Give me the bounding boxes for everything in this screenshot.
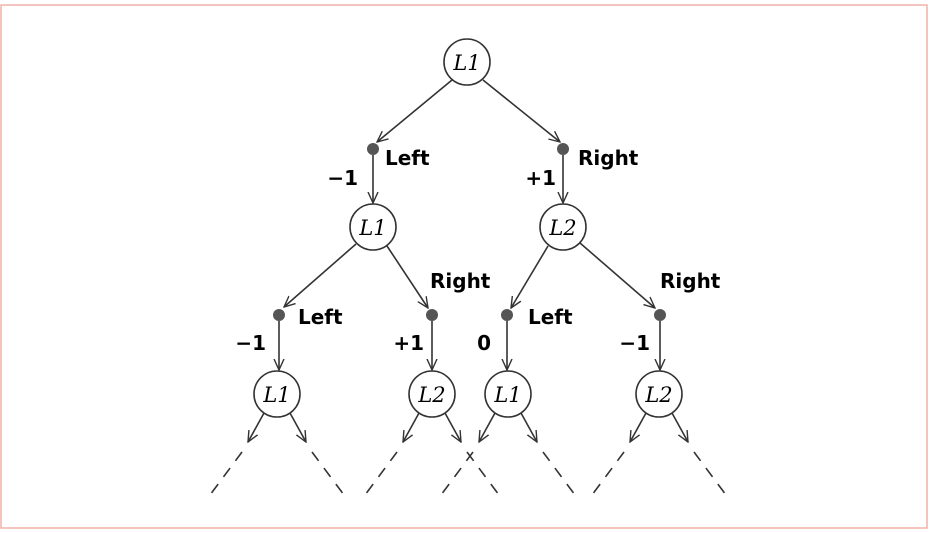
tree-node-level2-3: L1 [484, 370, 532, 418]
action-label-l2-2: Right [430, 269, 491, 293]
reward-label-right-1: +1 [525, 166, 556, 190]
action-dot-l2-2 [426, 309, 438, 321]
action-dot-right-1 [557, 143, 569, 155]
action-dot-l2-4 [654, 309, 666, 321]
node-label-level1-right: L2 [548, 216, 576, 240]
reward-label-left-1: −1 [327, 166, 358, 190]
edge-l1a-left [284, 243, 357, 307]
reward-label-l2-1: −1 [235, 331, 266, 355]
reward-label-l2-3: 0 [477, 331, 491, 355]
edge-l1a-right [386, 245, 428, 308]
action-dot-l2-1 [273, 309, 285, 321]
figure-border [0, 4, 928, 529]
tree-node-level2-2: L2 [408, 370, 456, 418]
action-dot-l2-3 [501, 309, 513, 321]
reward-label-l2-4: −1 [619, 331, 650, 355]
continuation-edges [209, 412, 727, 496]
node-label-level2-3: L1 [493, 383, 521, 407]
tree-node-root: L1 [443, 38, 491, 86]
edge-l1b-left [511, 245, 549, 308]
node-label-root: L1 [452, 51, 480, 75]
tree-node-level2-1: L1 [253, 370, 301, 418]
tree-node-level1-right: L2 [539, 203, 587, 251]
node-label-level2-1: L1 [262, 383, 290, 407]
node-label-level1-left: L1 [358, 216, 386, 240]
action-label-right-1: Right [578, 146, 639, 170]
tree-node-level2-4: L2 [635, 370, 683, 418]
edge-root-left [377, 79, 453, 142]
edge-root-right [482, 79, 560, 142]
tree-node-level1-left: L1 [349, 203, 397, 251]
edge-l1b-right [579, 242, 655, 308]
action-dot-left-1 [367, 143, 379, 155]
action-label-left-1: Left [385, 146, 430, 170]
action-label-l2-1: Left [298, 305, 343, 329]
action-label-l2-4: Right [660, 269, 721, 293]
reward-label-l2-2: +1 [393, 331, 424, 355]
node-label-level2-2: L2 [417, 383, 445, 407]
action-label-l2-3: Left [528, 305, 573, 329]
node-label-level2-4: L2 [644, 383, 672, 407]
